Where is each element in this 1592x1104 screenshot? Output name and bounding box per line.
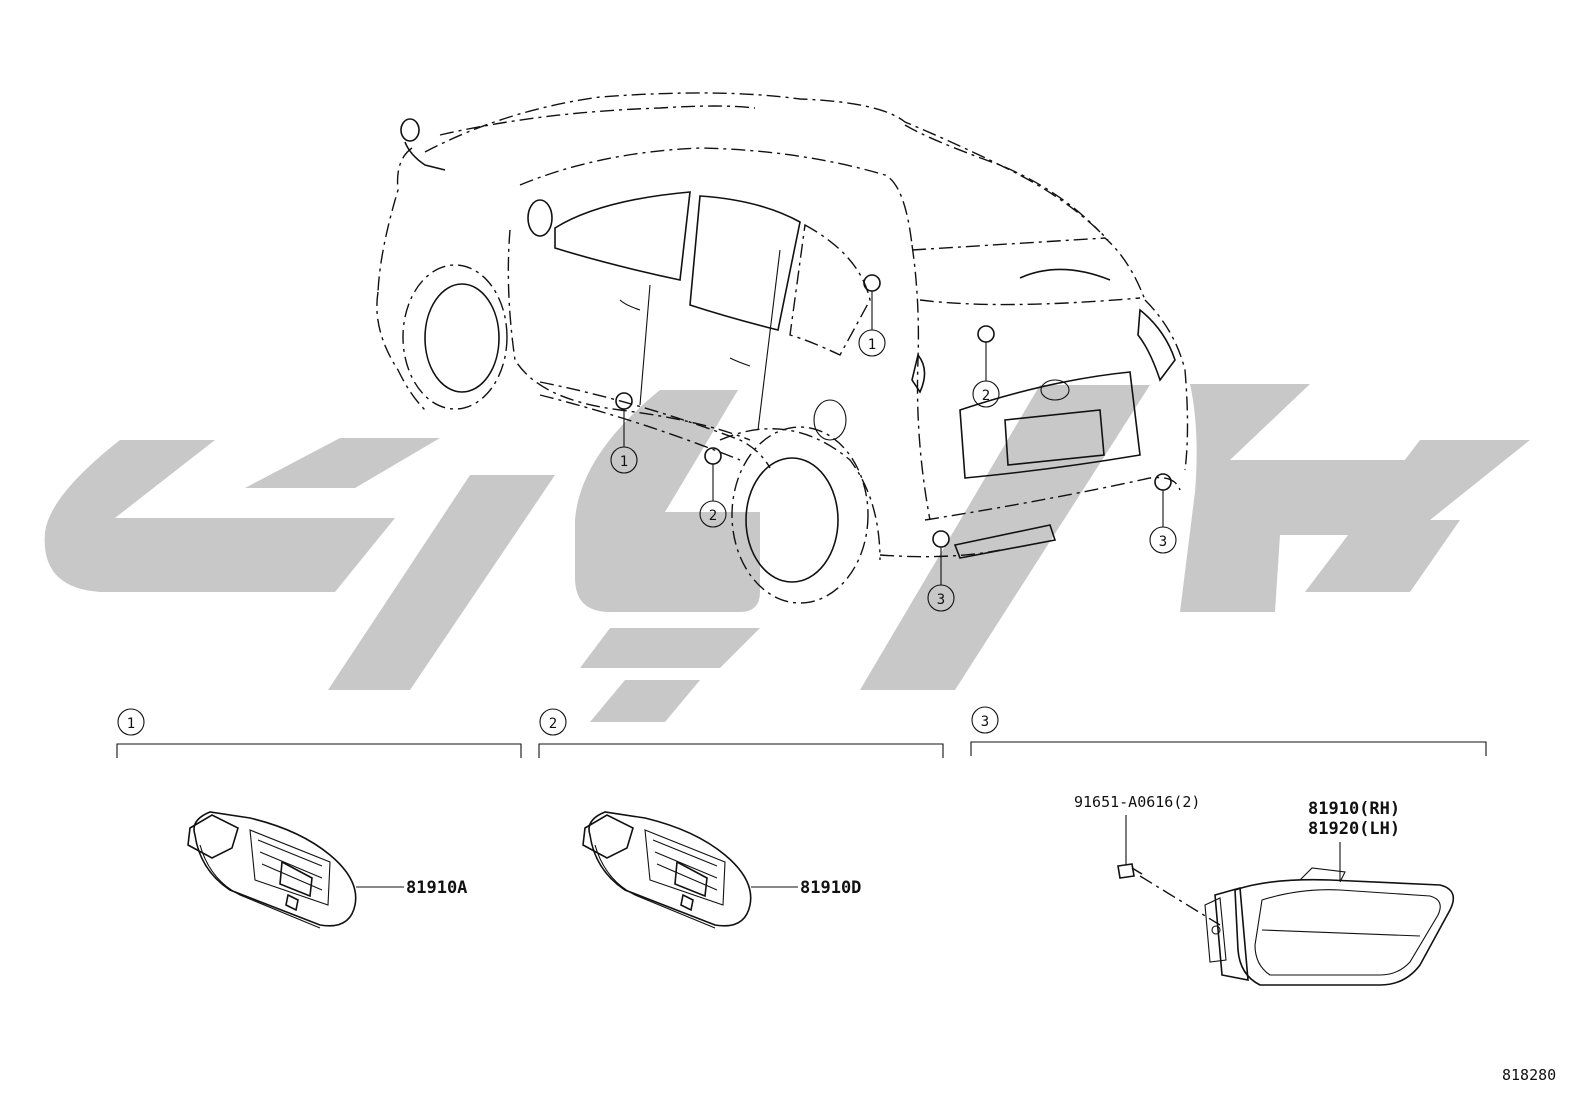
section-1: 1 81910A <box>116 708 522 929</box>
callout-1-b: 1 <box>620 454 628 470</box>
screw-drawing <box>1117 863 1143 879</box>
reflector-lamp-drawing <box>1204 867 1455 986</box>
part-81910a-drawing <box>187 811 357 929</box>
screw-label: 91651-A0616(2) <box>1074 793 1200 811</box>
watermark-logo <box>44 384 1530 722</box>
section-2: 2 81910D <box>538 708 944 929</box>
callout-2-a: 2 <box>982 388 990 404</box>
section-3: 3 91651-A0616(2) 81910(RH) 81920(LH) <box>970 706 1487 986</box>
callout-3-b: 3 <box>937 592 945 608</box>
callout-3-a: 3 <box>1159 534 1167 550</box>
part-label-lh: 81920(LH) <box>1308 819 1400 839</box>
section-3-number: 3 <box>981 714 989 730</box>
section-2-number: 2 <box>549 716 557 732</box>
diagram-code: 818280 <box>1502 1066 1556 1084</box>
callout-2-b: 2 <box>709 508 717 524</box>
part-label-81910d: 81910D <box>800 878 861 898</box>
callout-1-a: 1 <box>868 337 876 353</box>
part-label-rh: 81910(RH) <box>1308 799 1400 819</box>
part-81910d-drawing <box>582 811 752 929</box>
section-1-number: 1 <box>127 716 135 732</box>
part-label-81910a: 81910A <box>406 878 467 898</box>
vehicle-callouts: 1 2 1 2 3 3 <box>610 274 1177 612</box>
